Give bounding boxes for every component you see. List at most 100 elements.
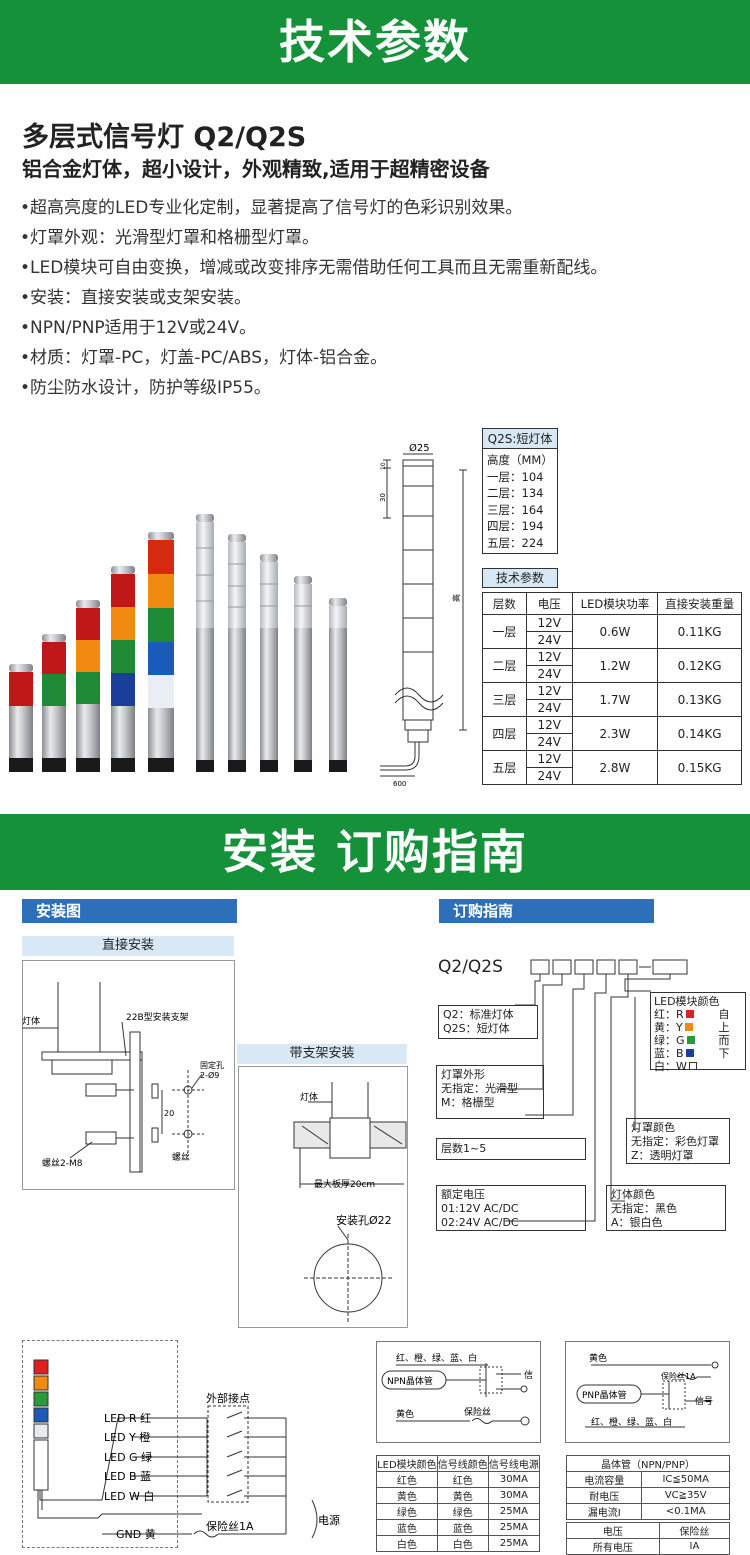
hole-size: 2-Ø9 (200, 1070, 219, 1080)
q2s-row: 一层：104 (487, 469, 544, 484)
contacts-label: 外部接点 (206, 1391, 250, 1405)
spec-power: 0.6W (571, 614, 659, 649)
led-wire-label: LED B 蓝 (104, 1470, 151, 1483)
dim-diameter: Ø25 (409, 442, 430, 454)
order-cover-line: 灯罩颜色 (631, 1121, 675, 1134)
npn-fuse: 保险丝 (464, 1406, 491, 1418)
pnp-yellow: 黄色 (589, 1352, 607, 1364)
dimension-drawing: Ø25 10 30 高 600 (379, 442, 467, 788)
dim-cable: 600 (393, 780, 406, 788)
spec-power: 1.7W (571, 682, 659, 717)
led-wire-label: LED G 绿 (104, 1450, 152, 1464)
order-body-line: A：银白色 (611, 1216, 663, 1229)
npn-label: NPN晶体管 (387, 1375, 433, 1387)
order-cover-line: 无指定：彩色灯罩 (631, 1135, 719, 1148)
spec-voltage: 24V (525, 665, 573, 683)
product-title: 多层式信号灯 Q2/Q2S (22, 122, 307, 153)
led-color-item: 绿：G (654, 1034, 714, 1047)
led-table-header: LED模块颜色 (376, 1455, 438, 1472)
led-wire-label: LED Y 橙 (104, 1430, 150, 1444)
npn-colors: 红、橙、绿、蓝、白 (396, 1352, 477, 1364)
order-voltage-line: 额定电压 (441, 1188, 485, 1201)
spec-voltage: 24V (525, 767, 573, 785)
spec-power: 2.3W (571, 716, 659, 751)
bracket-label: 22B型安装支架 (126, 1011, 189, 1023)
spec-layer: 四层 (482, 716, 527, 751)
bracket-hole-label: 安装孔Ø22 (336, 1213, 392, 1227)
spec-voltage: 12V (525, 716, 573, 734)
led-color-item: 红：R (654, 1008, 714, 1021)
order-text: 上 (718, 1021, 730, 1034)
feature-item: •灯罩外观：光滑型灯罩和格栅型灯罩。 (20, 228, 320, 248)
pnp-colors: 红、橙、绿、蓝、白 (591, 1416, 672, 1428)
q2s-row: 五层：224 (487, 535, 544, 550)
section-banner-install: 安装 订购指南 (0, 814, 750, 890)
tower-7 (228, 534, 246, 772)
direct-install-drawing: 灯体 22B型安装支架 固定孔 2-Ø9 20 螺丝2-M8 螺丝 (22, 982, 224, 1173)
feature-item: •安装：直接安装或支架安装。 (20, 288, 252, 308)
order-cover-line: Z：透明灯罩 (631, 1149, 694, 1162)
order-text: 而 (718, 1034, 730, 1047)
feature-item: •NPN/PNP适用于12V或24V。 (20, 318, 257, 338)
spec-layer: 五层 (482, 750, 527, 785)
spec-layer: 一层 (482, 614, 527, 649)
spec-weight: 0.15KG (657, 750, 742, 785)
screw-left-label: 螺丝2-M8 (42, 1157, 83, 1169)
pnp-label: PNP晶体管 (582, 1389, 627, 1401)
fuse-table-header: 保险丝 (658, 1522, 731, 1539)
pnp-signal: 信号 (695, 1395, 713, 1407)
hole-spacing: 20 (164, 1109, 174, 1118)
tower-10 (329, 598, 347, 772)
bracket-lamp-label: 灯体 (300, 1091, 318, 1103)
bracket-install-drawing: 灯体 最大板厚20cm 安装孔Ø22 (293, 1082, 407, 1322)
spec-header: 电压 (525, 592, 573, 615)
tower-4 (111, 566, 135, 772)
feature-item: •LED模块可自由变换，增减或改变排序无需借助任何工具而且无需重新配线。 (20, 258, 608, 278)
direct-install-title: 直接安装 (22, 936, 234, 956)
tower-2 (42, 634, 66, 772)
order-body-line: 无指定：黑色 (611, 1202, 677, 1215)
power-label: 电源 (318, 1513, 340, 1527)
spec-weight: 0.11KG (657, 614, 742, 649)
table-row: 漏电流I<0.1MA (565, 1503, 730, 1520)
led-color-item: 蓝：B (654, 1047, 714, 1060)
spec-weight: 0.14KG (657, 716, 742, 751)
order-shape-line: 灯罩外形 (441, 1068, 485, 1081)
order-shape-line: M：格栅型 (441, 1096, 495, 1109)
bracket-install-title: 带支架安装 (237, 1044, 407, 1064)
order-text: 自 (718, 1008, 730, 1021)
feature-item: •材质：灯罩-PC，灯盖-PC/ABS，灯体-铝合金。 (20, 348, 388, 368)
q2s-box-heading: 高度（MM） (487, 453, 553, 467)
dim-high: 高 (451, 594, 461, 602)
spec-voltage: 12V (525, 648, 573, 666)
tower-8 (260, 554, 278, 772)
order-box-type: Q2：标准灯体 Q2S：短灯体 (438, 1005, 538, 1039)
order-box-layers: 层数1~5 (436, 1138, 586, 1160)
section-banner-tech: 技术参数 (0, 0, 750, 84)
tower-3 (76, 600, 100, 772)
led-wire-label: LED W 白 (104, 1489, 154, 1503)
bracket-install-panel (238, 1066, 408, 1328)
feature-item: •超高亮度的LED专业化定制，显著提高了信号灯的色彩识别效果。 (20, 198, 523, 218)
led-color-item: 黄：Y (654, 1021, 714, 1034)
q2s-box-title: Q2S:短灯体 (483, 429, 557, 449)
dim-30: 30 (379, 493, 387, 502)
dim-10: 10 (380, 462, 387, 470)
spec-power: 2.8W (571, 750, 659, 785)
order-type-line: Q2：标准灯体 (443, 1008, 514, 1021)
order-box-body: 灯体颜色 无指定：黑色 A：银白色 (606, 1185, 726, 1231)
spec-header: LED模块功率 (571, 592, 659, 615)
feature-list: •超高亮度的LED专业化定制，显著提高了信号灯的色彩识别效果。 •灯罩外观：光滑… (20, 193, 607, 403)
swatch-red (685, 1010, 694, 1018)
npn-signal: 信 (524, 1369, 533, 1381)
direct-install-panel (22, 960, 235, 1190)
install-tag: 安装图 (22, 899, 237, 923)
spec-voltage: 12V (525, 682, 573, 700)
